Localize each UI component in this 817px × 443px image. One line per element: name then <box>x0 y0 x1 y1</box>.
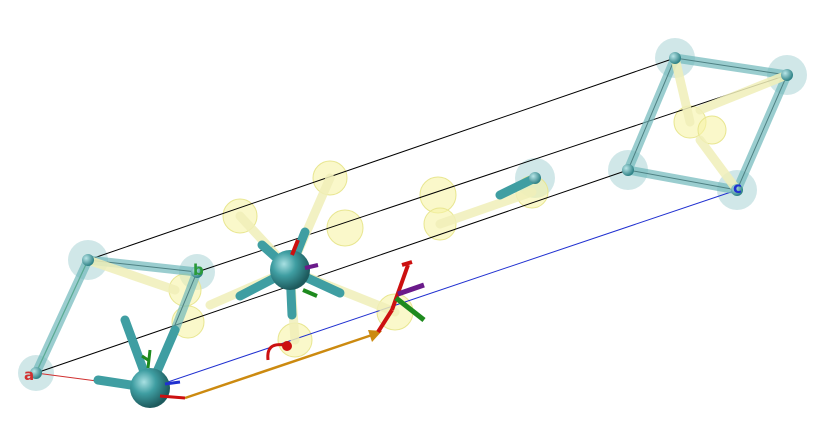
central-metal-atom[interactable] <box>270 250 310 290</box>
ligand-atom <box>326 209 364 247</box>
origin-metal-atom[interactable] <box>130 368 170 408</box>
ligand-atom <box>697 115 727 145</box>
metal-atom <box>529 172 541 184</box>
bond <box>435 187 537 229</box>
bond <box>695 70 792 115</box>
ligand-atom <box>419 176 457 214</box>
cell-edge <box>87 57 676 261</box>
metal-atom <box>731 184 743 196</box>
translate-arrow-icon[interactable] <box>141 330 382 400</box>
cell-edge <box>196 74 788 273</box>
rotate-arrow-icon[interactable] <box>266 341 292 361</box>
metal-atom <box>191 266 203 278</box>
metal-atom <box>30 367 42 379</box>
bond <box>732 70 792 195</box>
axis-gizmo-icon[interactable] <box>376 260 426 334</box>
metal-atom <box>622 164 634 176</box>
bond <box>495 173 540 200</box>
a-axis-label: a <box>24 366 34 384</box>
bond <box>31 255 93 378</box>
bond <box>170 267 202 335</box>
bond <box>623 53 680 175</box>
bond <box>670 53 792 80</box>
axis-gizmo-small[interactable] <box>290 239 319 298</box>
bond <box>695 135 742 195</box>
b-axis-label: b <box>193 261 204 279</box>
metal-atom <box>781 69 793 81</box>
central-metal-bonds <box>93 173 540 393</box>
corner-metal-atoms <box>30 52 793 379</box>
unit-cell-edges <box>35 57 788 386</box>
c-axis-line <box>149 189 738 389</box>
metal-atom <box>82 254 94 266</box>
metal-atom <box>669 52 681 64</box>
bond <box>670 53 695 127</box>
c-axis-label: c <box>733 179 742 197</box>
bond <box>623 165 742 195</box>
bond <box>83 255 180 295</box>
metal-bonds <box>31 53 792 378</box>
